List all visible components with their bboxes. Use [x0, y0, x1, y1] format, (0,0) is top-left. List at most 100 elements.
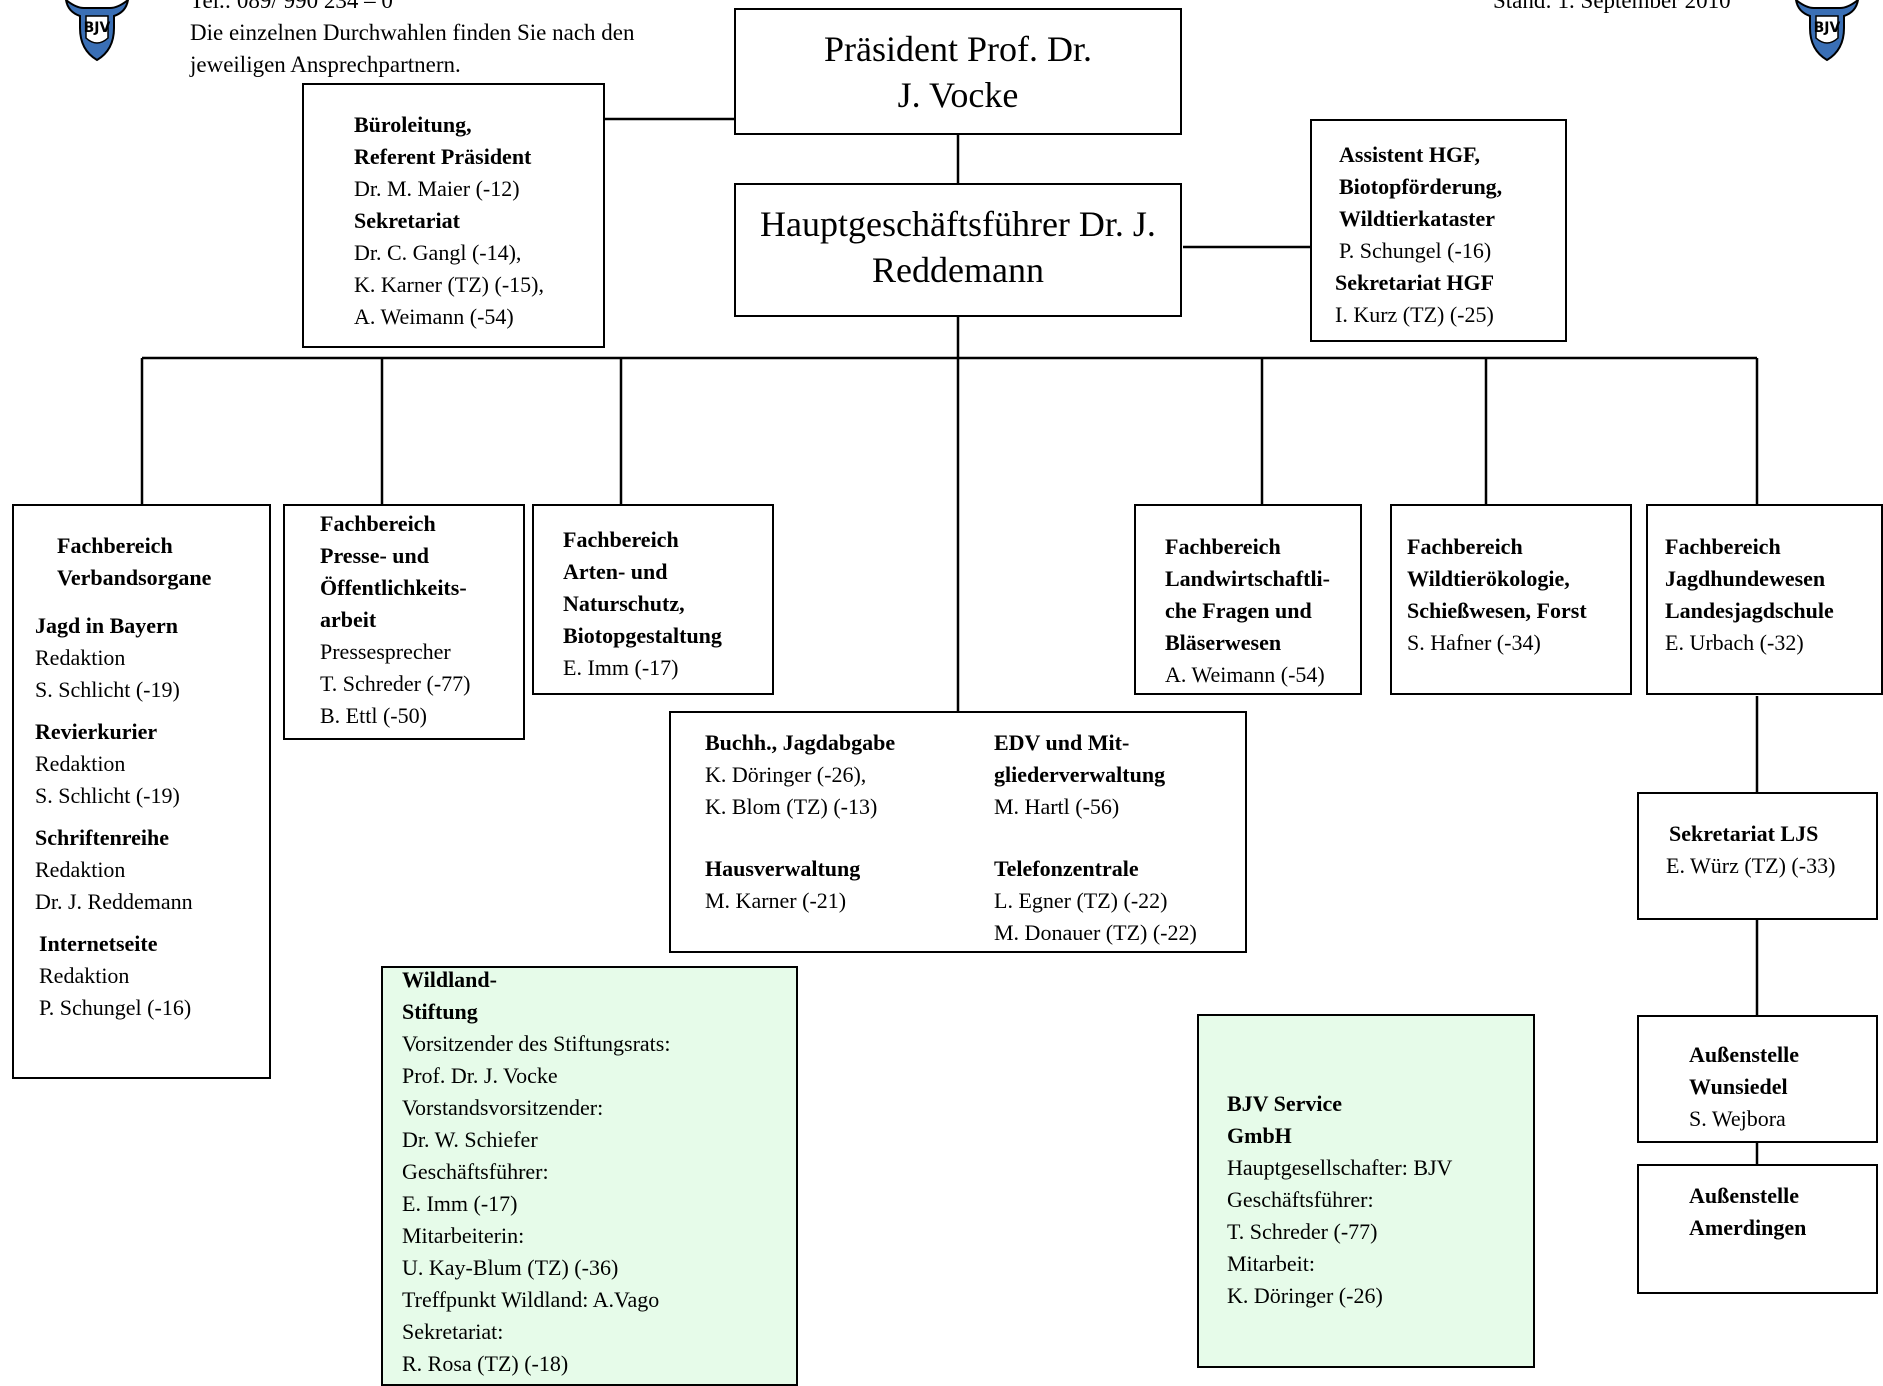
box-fachbereich-landwirtschaft: Fachbereich Landwirtschaftli- che Fragen… [1134, 504, 1362, 695]
box-fachbereich-jagdhundewesen: Fachbereich Jagdhundewesen Landesjagdsch… [1646, 504, 1883, 695]
arten-title3: Naturschutz, [563, 591, 685, 616]
service-title2: GmbH [1227, 1123, 1292, 1148]
admin-buchh-person1: K. Döringer (-26), [705, 762, 867, 787]
amerdingen-title2: Amerdingen [1689, 1215, 1807, 1240]
office-title1: Büroleitung, [354, 112, 472, 137]
office-title3: Sekretariat [354, 208, 460, 233]
admin-buchh-title: Buchh., Jagdabgabe [705, 730, 896, 755]
box-sekretariat-ljs: Sekretariat LJS E. Würz (TZ) (-33) [1637, 792, 1878, 920]
presse-title3: Öffentlichkeits- [320, 575, 467, 600]
stiftung-line: Vorstandsvorsitzender: [402, 1095, 604, 1120]
box-aussenstelle-amerdingen: Außenstelle Amerdingen [1637, 1164, 1878, 1294]
service-line2: Geschäftsführer: [1227, 1187, 1374, 1212]
hunde-title1: Fachbereich [1665, 534, 1781, 559]
service-line3: T. Schreder (-77) [1227, 1219, 1378, 1244]
stiftung-line: Mitarbeiterin: [402, 1223, 525, 1248]
landw-title4: Bläserwesen [1165, 630, 1282, 655]
header-phone: Tel.: 089/ 990 234 – 0 [190, 0, 393, 13]
assistant-title1: Assistent HGF, [1339, 142, 1480, 167]
amerdingen-title1: Außenstelle [1689, 1183, 1799, 1208]
box-wildland-stiftung: Wildland- Stiftung Vorsitzender des Stif… [381, 966, 798, 1386]
box-fachbereich-wildtieroekologie: Fachbereich Wildtierökologie, Schießwese… [1390, 504, 1632, 695]
stiftung-line: E. Imm (-17) [402, 1191, 518, 1216]
admin-edv-title2: gliederverwaltung [994, 762, 1166, 787]
verband-revier-title: Revierkurier [35, 719, 158, 744]
assistant-person2: I. Kurz (TZ) (-25) [1335, 302, 1494, 327]
box-hauptgeschaeftsfuehrer: Hauptgeschäftsführer Dr. J. Reddemann [734, 183, 1182, 317]
admin-buchh-person2: K. Blom (TZ) (-13) [705, 794, 878, 819]
arten-title2: Arten- und [563, 559, 668, 584]
wunsiedel-title1: Außenstelle [1689, 1042, 1799, 1067]
admin-edv-person: M. Hartl (-56) [994, 794, 1120, 819]
box-fachbereich-arten: Fachbereich Arten- und Naturschutz, Biot… [532, 504, 774, 695]
admin-haus-title: Hausverwaltung [705, 856, 861, 881]
presse-title4: arbeit [320, 607, 377, 632]
ljs-person: E. Würz (TZ) (-33) [1666, 853, 1836, 878]
office-person4: A. Weimann (-54) [354, 304, 514, 329]
header-date: Stand: 1. September 2010 [1493, 0, 1731, 13]
hgf-line1: Hauptgeschäftsführer Dr. J. [760, 204, 1156, 244]
stiftung-line: Treffpunkt Wildland: A.Vago [402, 1287, 660, 1312]
box-fachbereich-presse: Fachbereich Presse- und Öffentlichkeits-… [283, 504, 525, 740]
header-hint-line2: jeweiligen Ansprechpartnern. [190, 52, 461, 77]
wild-person1: S. Hafner (-34) [1407, 630, 1541, 655]
office-person2: Dr. C. Gangl (-14), [354, 240, 522, 265]
presse-person2: B. Ettl (-50) [320, 703, 427, 728]
landw-title3: che Fragen und [1165, 598, 1312, 623]
stiftung-line: R. Rosa (TZ) (-18) [402, 1351, 569, 1376]
stiftung-title2: Stiftung [402, 999, 478, 1024]
service-line4: Mitarbeit: [1227, 1251, 1315, 1276]
svg-text:BJV: BJV [1814, 20, 1841, 36]
assistant-title3: Wildtierkataster [1339, 206, 1496, 231]
verband-revier-person: S. Schlicht (-19) [35, 783, 180, 808]
verband-schriften-title: Schriftenreihe [35, 825, 170, 850]
landw-title1: Fachbereich [1165, 534, 1281, 559]
verband-title2: Verbandsorgane [57, 565, 212, 590]
box-president: Präsident Prof. Dr. J. Vocke [734, 8, 1182, 135]
president-line1: Präsident Prof. Dr. [824, 29, 1092, 69]
box-assistent-hgf: Assistent HGF, Biotopförderung, Wildtier… [1310, 119, 1567, 342]
office-person1: Dr. M. Maier (-12) [354, 176, 520, 201]
verband-jagd-person: S. Schlicht (-19) [35, 677, 180, 702]
box-fachbereich-verbandsorgane: Fachbereich Verbandsorgane Jagd in Bayer… [12, 504, 271, 1079]
admin-telefon-person2: M. Donauer (TZ) (-22) [994, 920, 1197, 945]
hunde-title2: Jagdhundewesen [1665, 566, 1826, 591]
ljs-title: Sekretariat LJS [1669, 821, 1819, 846]
stiftung-line: Prof. Dr. J. Vocke [402, 1063, 558, 1088]
wild-title2: Wildtierökologie, [1407, 566, 1570, 591]
hunde-person1: E. Urbach (-32) [1665, 630, 1804, 655]
landw-title2: Landwirtschaftli- [1165, 566, 1330, 591]
presse-person1: T. Schreder (-77) [320, 671, 471, 696]
presse-role: Pressesprecher [320, 639, 451, 664]
verband-title1: Fachbereich [57, 533, 173, 558]
box-bjv-service-gmbh: BJV Service GmbH Hauptgesellschafter: BJ… [1197, 1014, 1535, 1368]
admin-telefon-title: Telefonzentrale [994, 856, 1139, 881]
bjv-logo-right: BJV [1788, 0, 1866, 64]
admin-haus-person: M. Karner (-21) [705, 888, 847, 913]
admin-telefon-person1: L. Egner (TZ) (-22) [994, 888, 1168, 913]
assistant-person1: P. Schungel (-16) [1339, 238, 1492, 263]
wild-title1: Fachbereich [1407, 534, 1523, 559]
office-title2: Referent Präsident [354, 144, 532, 169]
presse-title2: Presse- und [320, 543, 429, 568]
verband-internet-person: P. Schungel (-16) [39, 995, 192, 1020]
arten-title4: Biotopgestaltung [563, 623, 722, 648]
office-person3: K. Karner (TZ) (-15), [354, 272, 544, 297]
assistant-title4: Sekretariat HGF [1335, 270, 1495, 295]
verband-internet-title: Internetseite [39, 931, 158, 956]
stiftung-line: Geschäftsführer: [402, 1159, 549, 1184]
header-hint-line1: Die einzelnen Durchwahlen finden Sie nac… [190, 20, 635, 45]
wunsiedel-title2: Wunsiedel [1689, 1074, 1788, 1099]
arten-person1: E. Imm (-17) [563, 655, 679, 680]
hunde-title3: Landesjagdschule [1665, 598, 1834, 623]
verband-internet-role: Redaktion [39, 963, 130, 988]
verband-schriften-role: Redaktion [35, 857, 126, 882]
verband-jagd-title: Jagd in Bayern [35, 613, 179, 638]
service-title1: BJV Service [1227, 1091, 1343, 1116]
wild-title3: Schießwesen, Forst [1407, 598, 1587, 623]
box-verwaltung: Buchh., Jagdabgabe K. Döringer (-26), K.… [669, 711, 1247, 953]
verband-schriften-person: Dr. J. Reddemann [35, 889, 193, 914]
stiftung-line: Dr. W. Schiefer [402, 1127, 538, 1152]
box-bueroleitung: Büroleitung, Referent Präsident Dr. M. M… [302, 83, 605, 348]
